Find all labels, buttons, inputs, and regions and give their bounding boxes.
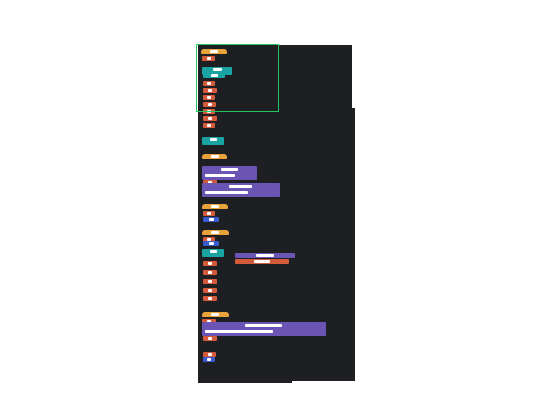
block-input-slot[interactable] [207, 124, 211, 127]
block-input-slot[interactable] [207, 238, 211, 241]
script-1-operators-block[interactable] [203, 73, 225, 78]
block-input-slot[interactable] [205, 174, 235, 177]
script-1-control-block[interactable] [203, 88, 217, 93]
block-input-slot[interactable] [207, 320, 211, 323]
script-2-looks-block[interactable] [202, 183, 280, 197]
block-input-slot[interactable] [207, 82, 211, 85]
script-3-sound-block[interactable] [203, 217, 219, 222]
block-input-slot[interactable] [211, 155, 219, 158]
script-4-control-block[interactable] [203, 279, 217, 284]
script-7-sound-block[interactable] [203, 357, 215, 362]
block-input-slot[interactable] [211, 313, 219, 316]
script-1-events-block[interactable] [201, 49, 227, 54]
block-input-slot[interactable] [256, 254, 274, 257]
script-1-operators-block[interactable] [202, 67, 232, 75]
script-1-control-block[interactable] [203, 81, 215, 86]
script-7-control-block[interactable] [203, 352, 216, 357]
workspace-bottom-notch [292, 381, 355, 384]
script-4-control-block[interactable] [203, 296, 217, 301]
block-input-slot[interactable] [211, 205, 219, 208]
block-input-slot[interactable] [208, 297, 212, 300]
script-4-control-block[interactable] [203, 237, 215, 242]
block-input-slot[interactable] [208, 280, 212, 283]
block-input-slot[interactable] [207, 212, 211, 215]
block-input-slot[interactable] [209, 242, 214, 245]
block-input-slot[interactable] [205, 191, 248, 194]
block-input-slot[interactable] [213, 68, 222, 71]
block-input-slot[interactable] [209, 218, 214, 221]
block-input-slot[interactable] [210, 138, 217, 141]
script-1-control-block[interactable] [202, 56, 215, 61]
block-input-slot[interactable] [208, 89, 212, 92]
script-1-control-block[interactable] [203, 123, 215, 128]
script-5-control-block[interactable] [235, 259, 289, 264]
script-6-control-block[interactable] [202, 319, 216, 324]
script-2-looks-block[interactable] [202, 166, 257, 180]
script-1-control-block[interactable] [203, 116, 217, 121]
script-3-events-block[interactable] [202, 204, 228, 209]
block-input-slot[interactable] [229, 185, 252, 188]
block-input-slot[interactable] [207, 57, 211, 60]
script-2-control-block[interactable] [203, 180, 217, 185]
block-input-slot[interactable] [207, 358, 211, 361]
script-1-control-block[interactable] [203, 102, 216, 107]
workspace-edge-notch [352, 45, 355, 108]
script-1-control-block[interactable] [203, 95, 215, 100]
script-6-looks-block[interactable] [202, 322, 326, 336]
block-input-slot[interactable] [245, 324, 282, 327]
block-input-slot[interactable] [208, 262, 212, 265]
block-input-slot[interactable] [208, 289, 212, 292]
script-4-operators-block[interactable] [202, 249, 224, 257]
script-2-events-block[interactable] [202, 154, 227, 159]
script-4-events-block[interactable] [202, 230, 229, 235]
selection-rectangle[interactable] [196, 44, 279, 112]
script-6-events-block[interactable] [202, 312, 229, 317]
block-input-slot[interactable] [208, 337, 212, 340]
block-input-slot[interactable] [207, 96, 211, 99]
block-input-slot[interactable] [208, 117, 212, 120]
script-1-operators-block[interactable] [202, 137, 224, 145]
script-4-control-block[interactable] [203, 270, 217, 275]
block-input-slot[interactable] [208, 181, 212, 184]
code-workspace[interactable] [198, 45, 355, 383]
script-6-control-block[interactable] [203, 336, 217, 341]
block-input-slot[interactable] [211, 231, 219, 234]
script-5-looks-block[interactable] [235, 253, 295, 258]
block-input-slot[interactable] [211, 74, 218, 77]
script-4-control-block[interactable] [203, 288, 217, 293]
block-input-slot[interactable] [254, 260, 270, 263]
script-4-sound-block[interactable] [203, 241, 219, 246]
block-input-slot[interactable] [210, 250, 217, 253]
script-4-control-block[interactable] [203, 261, 217, 266]
block-input-slot[interactable] [221, 168, 238, 171]
block-input-slot[interactable] [205, 330, 273, 333]
block-input-slot[interactable] [208, 271, 212, 274]
block-input-slot[interactable] [208, 353, 212, 356]
script-3-control-block[interactable] [203, 211, 215, 216]
block-input-slot[interactable] [210, 50, 218, 53]
block-input-slot[interactable] [208, 103, 212, 106]
